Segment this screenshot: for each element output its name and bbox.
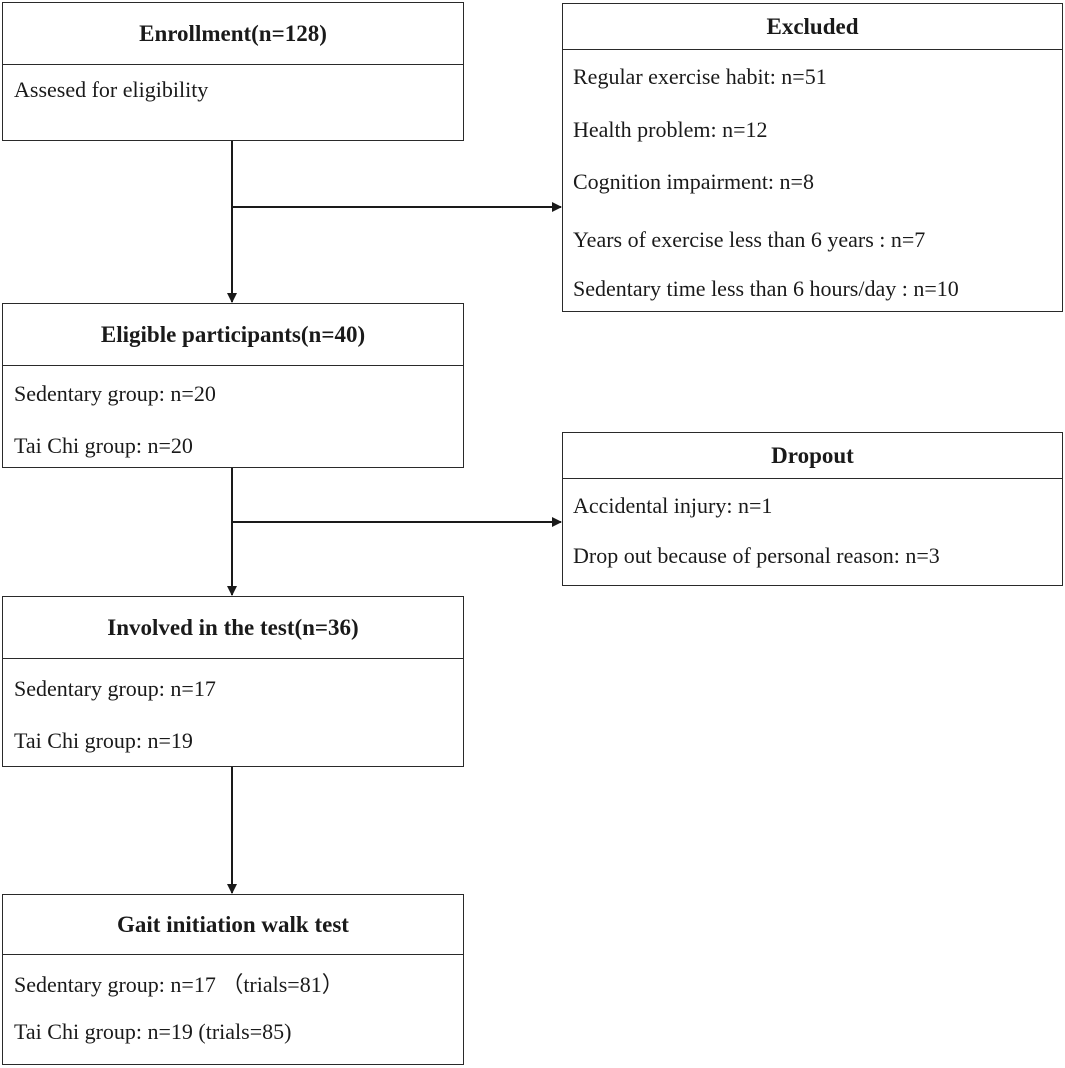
gait-line-2: Tai Chi group: n=19 (trials=85): [14, 1019, 292, 1044]
enrollment-line-1: Assesed for eligibility: [14, 77, 209, 102]
eligible-line-1: Sedentary group: n=20: [14, 381, 216, 406]
enrollment-box: Enrollment(n=128) Assesed for eligibilit…: [2, 2, 464, 141]
involved-line-2: Tai Chi group: n=19: [14, 728, 193, 753]
gait-box: Gait initiation walk test Sedentary grou…: [2, 894, 464, 1065]
gait-line-1: Sedentary group: n=17 （trials=81）: [14, 972, 344, 997]
excluded-line-3: Cognition impairment: n=8: [573, 169, 814, 194]
eligible-box: Eligible participants(n=40) Sedentary gr…: [2, 303, 464, 468]
excluded-line-4: Years of exercise less than 6 years : n=…: [573, 227, 926, 252]
excluded-line-1: Regular exercise habit: n=51: [573, 64, 827, 89]
excluded-title: Excluded: [563, 4, 1062, 50]
dropout-title: Dropout: [563, 433, 1062, 479]
eligible-title: Eligible participants(n=40): [3, 304, 463, 366]
excluded-box: Excluded Regular exercise habit: n=51 He…: [562, 3, 1063, 312]
involved-line-1: Sedentary group: n=17: [14, 676, 216, 701]
dropout-line-1: Accidental injury: n=1: [573, 493, 773, 518]
dropout-line-2: Drop out because of personal reason: n=3: [573, 543, 940, 568]
involved-title: Involved in the test(n=36): [3, 597, 463, 659]
involved-box: Involved in the test(n=36) Sedentary gro…: [2, 596, 464, 767]
excluded-line-2: Health problem: n=12: [573, 117, 768, 142]
eligible-line-2: Tai Chi group: n=20: [14, 433, 193, 458]
gait-title: Gait initiation walk test: [3, 895, 463, 955]
dropout-box: Dropout Accidental injury: n=1 Drop out …: [562, 432, 1063, 586]
enrollment-title: Enrollment(n=128): [3, 3, 463, 65]
excluded-line-5: Sedentary time less than 6 hours/day : n…: [573, 276, 959, 301]
